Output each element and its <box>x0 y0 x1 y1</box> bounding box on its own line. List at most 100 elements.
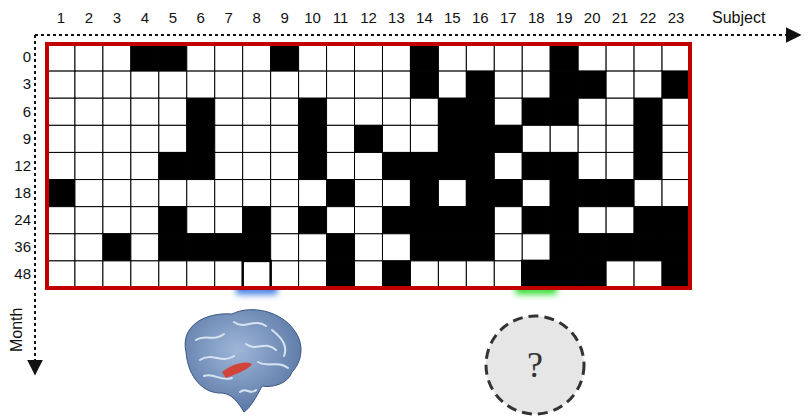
grid-cell <box>494 261 522 288</box>
grid-cell <box>606 71 634 98</box>
grid-cell <box>606 234 634 261</box>
grid-cell <box>494 180 522 207</box>
grid-cell <box>271 98 299 125</box>
grid-cell <box>299 152 327 179</box>
grid-cell <box>522 44 550 71</box>
grid-cell <box>299 98 327 125</box>
grid-cell <box>662 234 690 261</box>
highlight-cell <box>243 261 271 288</box>
grid-cell <box>327 234 355 261</box>
grid-cell <box>494 125 522 152</box>
grid-cell <box>243 180 271 207</box>
grid-cell <box>634 207 662 234</box>
subject-number: 18 <box>528 10 545 27</box>
subject-number: 11 <box>333 10 349 27</box>
subject-number: 16 <box>472 10 489 27</box>
grid-cell <box>634 180 662 207</box>
grid-cell <box>382 44 410 71</box>
month-number: 0 <box>23 49 31 66</box>
grid-cell <box>522 207 550 234</box>
grid-cell <box>550 71 578 98</box>
grid-cell <box>187 125 215 152</box>
grid-cell <box>187 152 215 179</box>
grid-cell <box>47 152 75 179</box>
grid-cell <box>47 234 75 261</box>
grid-cell <box>466 44 494 71</box>
grid-cell <box>159 152 187 179</box>
grid-cell <box>355 261 383 288</box>
grid-cell <box>550 152 578 179</box>
axis-title: Subject <box>712 9 765 27</box>
grid-cell <box>187 44 215 71</box>
grid-cell <box>47 98 75 125</box>
highlight-glow <box>241 259 273 290</box>
grid-cell <box>382 152 410 179</box>
grid-cell <box>215 125 243 152</box>
grid-cell <box>662 152 690 179</box>
month-axis <box>34 35 36 374</box>
grid-border <box>47 44 690 288</box>
grid-cell <box>410 261 438 288</box>
grid-cell <box>243 71 271 98</box>
grid-cell <box>662 98 690 125</box>
grid-cell <box>438 44 466 71</box>
grid-cell <box>103 261 131 288</box>
grid-cell <box>187 261 215 288</box>
grid-cell <box>634 234 662 261</box>
grid-cell <box>271 44 299 71</box>
grid-cell <box>494 44 522 71</box>
question-mark: ? <box>527 347 543 383</box>
grid-cell <box>299 125 327 152</box>
grid-cell <box>75 125 103 152</box>
grid-cell <box>327 71 355 98</box>
grid-cell <box>215 44 243 71</box>
grid-cell <box>634 71 662 98</box>
grid-cell <box>355 234 383 261</box>
grid-cell <box>606 180 634 207</box>
grid-cell <box>103 98 131 125</box>
grid-cell <box>494 152 522 179</box>
grid-cell <box>410 207 438 234</box>
grid-cell <box>327 125 355 152</box>
grid-cell <box>103 71 131 98</box>
grid-cell <box>662 207 690 234</box>
grid-cell <box>466 71 494 98</box>
subject-number: 13 <box>388 10 405 27</box>
grid-cell <box>494 98 522 125</box>
grid-cell <box>159 234 187 261</box>
grid-cell <box>327 207 355 234</box>
subject-number: 7 <box>225 10 233 27</box>
grid-cell <box>522 152 550 179</box>
grid-cell <box>522 234 550 261</box>
grid-cell <box>299 261 327 288</box>
grid-cell <box>159 207 187 234</box>
axis-title: Month <box>8 308 26 352</box>
grid-cell <box>382 234 410 261</box>
grid-cell <box>410 98 438 125</box>
grid-cell <box>75 207 103 234</box>
grid-cell <box>550 44 578 71</box>
month-number: 48 <box>14 266 31 283</box>
grid-cell <box>327 180 355 207</box>
grid-cell <box>410 152 438 179</box>
grid-cell <box>103 207 131 234</box>
grid-cell <box>215 234 243 261</box>
subject-number: 5 <box>169 10 177 27</box>
grid-cell <box>271 152 299 179</box>
grid-cell <box>159 98 187 125</box>
grid-cell <box>243 98 271 125</box>
brain-illustration <box>185 310 301 412</box>
grid-cell <box>131 234 159 261</box>
grid-cell <box>47 180 75 207</box>
grid-cell <box>410 125 438 152</box>
grid-cell <box>382 207 410 234</box>
grid-cell <box>606 44 634 71</box>
grid-cell <box>47 44 75 71</box>
grid-cell <box>578 152 606 179</box>
grid-cell <box>466 234 494 261</box>
grid-cell <box>522 180 550 207</box>
grid-cell <box>606 261 634 288</box>
grid-cell <box>382 125 410 152</box>
grid-cell <box>410 71 438 98</box>
